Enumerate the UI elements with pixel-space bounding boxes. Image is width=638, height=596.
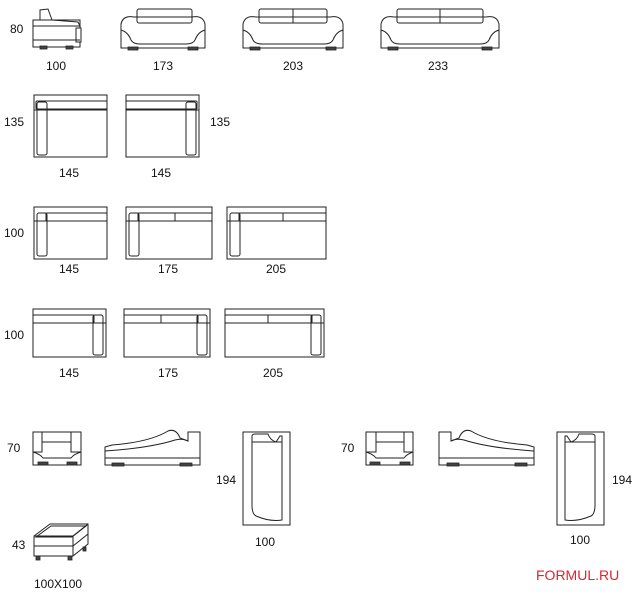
row5-length-left: 194	[216, 473, 236, 487]
row3-width-1: 145	[59, 262, 79, 276]
row2-width-1: 145	[59, 166, 79, 180]
right-arm-module-205-top-view	[224, 308, 325, 358]
row1-width-3: 203	[283, 59, 303, 73]
pouf-height-label: 43	[12, 538, 26, 552]
right-arm-module-145-top-view	[32, 308, 107, 358]
chaise-right-side-view	[438, 429, 535, 467]
row2-depth-left: 135	[4, 115, 24, 129]
row5-height-right: 70	[341, 441, 355, 455]
row5-width-left: 100	[255, 535, 275, 549]
armchair-front-view	[32, 8, 82, 50]
chaise-left-side-view	[104, 429, 201, 467]
sofa-173-front-view	[120, 8, 206, 51]
chaise-right-top-view	[556, 431, 605, 526]
row4-width-2: 175	[158, 366, 178, 380]
row3-width-2: 175	[158, 262, 178, 276]
left-arm-module-205-top-view	[226, 206, 327, 260]
row1-width-2: 173	[153, 59, 173, 73]
left-arm-module-145-top-view	[33, 206, 108, 260]
row3-depth-label: 100	[4, 226, 24, 240]
sofa-233-front-view	[380, 8, 500, 51]
sofa-203-front-view	[242, 8, 344, 51]
row5-height-left: 70	[7, 441, 21, 455]
left-arm-module-175-top-view	[125, 206, 213, 260]
row4-depth-label: 100	[4, 328, 24, 342]
row1-width-1: 100	[46, 59, 66, 73]
corner-module-left-top-view	[33, 94, 108, 158]
row5-length-right: 194	[612, 473, 632, 487]
row2-width-2: 145	[151, 166, 171, 180]
corner-module-right-top-view	[125, 94, 200, 158]
row4-width-3: 205	[263, 366, 283, 380]
row4-width-1: 145	[59, 366, 79, 380]
chaise-left-top-view	[242, 431, 291, 526]
row2-depth-right: 135	[210, 115, 230, 129]
chaise-left-front-view	[32, 431, 82, 466]
row1-height-label: 80	[10, 22, 24, 36]
right-arm-module-175-top-view	[123, 308, 211, 358]
brand-watermark: FORMUL.RU	[536, 567, 619, 583]
row3-width-3: 205	[266, 262, 286, 276]
row1-width-4: 233	[428, 59, 448, 73]
chaise-right-front-view	[365, 431, 414, 466]
row5-width-right: 100	[570, 533, 590, 547]
pouf-perspective-view	[33, 523, 89, 561]
pouf-size-label: 100X100	[34, 577, 82, 591]
